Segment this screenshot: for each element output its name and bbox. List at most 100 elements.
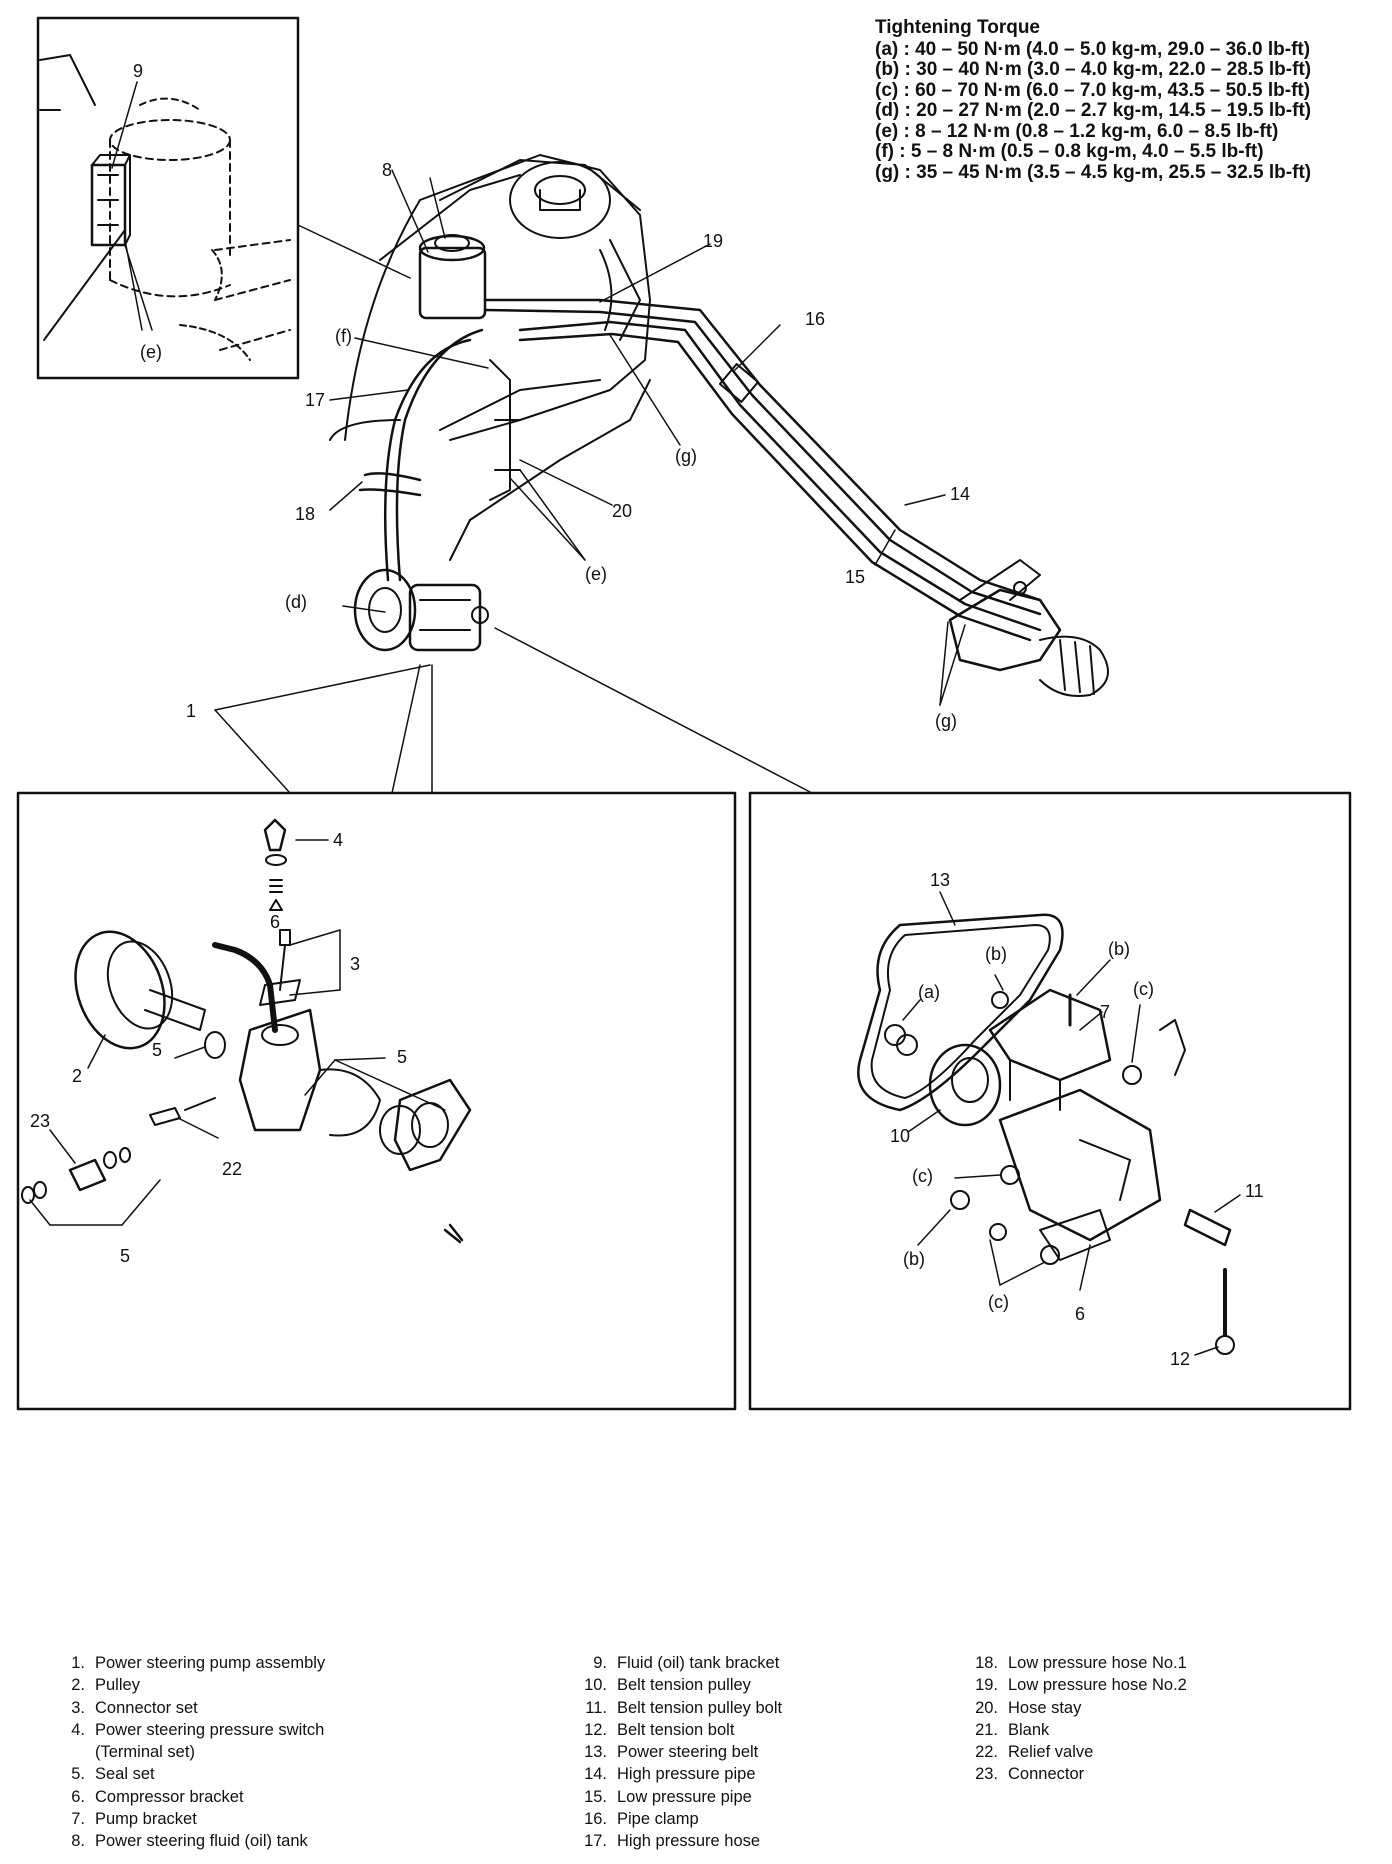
callout-14: 14 [950, 484, 970, 504]
legend-label: High pressure hose [617, 1832, 761, 1851]
legend-number: 4. [71, 1720, 85, 1739]
callout-15: 15 [845, 567, 865, 587]
callout-c: (c) [1133, 979, 1154, 999]
hoses-and-pipes [358, 298, 1042, 642]
legend-label: Compressor bracket [95, 1787, 244, 1806]
callout-2: 2 [72, 1066, 82, 1086]
legend-label: High pressure pipe [617, 1765, 756, 1784]
legend-item: 18.Low pressure hose No.1 [958, 1652, 1187, 1674]
callout-e: (e) [140, 342, 162, 362]
callout-23: 23 [30, 1111, 50, 1131]
callout-20: 20 [612, 501, 632, 521]
legend-label: Power steering fluid (oil) tank [95, 1832, 308, 1851]
legend-item: 5. Seal set [45, 1763, 325, 1785]
legend-label: Belt tension pulley bolt [617, 1698, 783, 1717]
inset-tank-bracket [36, 16, 300, 380]
legend-number: 6. [71, 1787, 85, 1806]
legend-number: 15. [584, 1787, 607, 1806]
legend-number: 11. [585, 1698, 607, 1717]
legend-number: 14. [584, 1765, 607, 1784]
legend-number: 19. [975, 1676, 998, 1695]
callout-10: 10 [890, 1126, 910, 1146]
legend-number: 23. [975, 1765, 998, 1784]
legend-label: Power steering pressure switch [95, 1720, 325, 1739]
legend-number: 9. [593, 1654, 607, 1672]
callout-c: (c) [988, 1292, 1009, 1312]
callout-5: 5 [120, 1246, 130, 1266]
parts-legend-column-3: 18.Low pressure hose No.1 19. Low pressur… [958, 1652, 1187, 1786]
legend-item: 23. Connector [958, 1763, 1187, 1785]
callout-19: 19 [703, 231, 723, 251]
callout-12: 12 [1170, 1349, 1190, 1369]
legend-label: Pulley [95, 1676, 140, 1695]
legend-number: 8. [71, 1832, 85, 1851]
legend-item: 13.Power steering belt [567, 1741, 782, 1763]
legend-item: 8. Power steering fluid (oil) tank [45, 1830, 325, 1852]
torque-row: (d) : 20 – 27 N·m (2.0 – 2.7 kg-m, 14.5 … [875, 100, 1312, 121]
legend-number: 12. [584, 1720, 607, 1739]
legend-item: 3. Connector set [45, 1697, 325, 1719]
legend-item: 20. Hose stay [958, 1697, 1187, 1719]
legend-item: 4. Power steering pressure switch [45, 1719, 325, 1741]
legend-number: 16. [584, 1810, 607, 1829]
legend-number: 20. [975, 1698, 998, 1717]
callout-11: 11 [1245, 1181, 1264, 1201]
legend-label: Blank [1008, 1720, 1050, 1739]
bracket-belt-view [748, 791, 1352, 1411]
legend-number: 17. [584, 1832, 607, 1851]
callout-13: 13 [930, 870, 950, 890]
callout-5: 5 [152, 1040, 162, 1060]
legend-label: Seal set [95, 1765, 155, 1784]
legend-item: 11. Belt tension pulley bolt [567, 1697, 782, 1719]
legend-item: 16.Pipe clamp [567, 1808, 782, 1830]
callout-6: 6 [1075, 1304, 1085, 1324]
callout-8: 8 [382, 160, 392, 180]
callout-c: (c) [912, 1166, 933, 1186]
legend-label: Connector set [95, 1698, 198, 1717]
legend-item: 14. High pressure pipe [567, 1763, 782, 1785]
legend-label: Belt tension bolt [617, 1720, 735, 1739]
legend-label: Low pressure hose No.1 [1008, 1654, 1187, 1672]
legend-number [45, 1741, 95, 1763]
legend-number: 21. [975, 1720, 998, 1739]
callout-17: 17 [305, 390, 325, 410]
parts-legend-column-1: 1.Power steering pump assembly 2.Pulley … [45, 1652, 325, 1853]
legend-item: 15. Low pressure pipe [567, 1786, 782, 1808]
callout-d: (d) [285, 592, 307, 612]
legend-number: 5. [71, 1765, 85, 1784]
legend-item: 2. Pulley [45, 1674, 325, 1696]
legend-label: Low pressure hose No.2 [1008, 1676, 1187, 1695]
callout-b: (b) [1108, 939, 1130, 959]
legend-number: 7. [71, 1810, 85, 1829]
legend-label: Power steering belt [617, 1743, 759, 1762]
torque-row: (f) : 5 – 8 N·m (0.5 – 0.8 kg-m, 4.0 – 5… [875, 141, 1264, 162]
callout-18: 18 [295, 504, 315, 524]
legend-number: 22. [975, 1743, 998, 1762]
legend-number: 1. [71, 1654, 85, 1672]
torque-row: (a) : 40 – 50 N·m (4.0 – 5.0 kg-m, 29.0 … [875, 38, 1311, 60]
legend-label: Fluid (oil) tank bracket [617, 1654, 780, 1672]
legend-label: Belt tension pulley [617, 1676, 751, 1695]
legend-number: 10. [584, 1676, 607, 1695]
pump-main-view [342, 568, 489, 652]
callout-16: 16 [805, 309, 825, 329]
legend-item: 1.Power steering pump assembly [45, 1652, 325, 1674]
pump-exploded-view [16, 791, 737, 1411]
callout-b: (b) [985, 944, 1007, 964]
legend-number: 3. [71, 1698, 85, 1717]
legend-label: Hose stay [1008, 1698, 1082, 1717]
legend-item: 10. Belt tension pulley [567, 1674, 782, 1696]
legend-item: (Terminal set) [45, 1741, 325, 1763]
legend-label: Relief valve [1008, 1743, 1094, 1762]
legend-label: Pump bracket [95, 1810, 197, 1829]
legend-label: Low pressure pipe [617, 1787, 752, 1806]
callout-22: 22 [222, 1159, 242, 1179]
legend-item: 12. Belt tension bolt [567, 1719, 782, 1741]
callout-b: (b) [903, 1249, 925, 1269]
legend-item: 21. Blank [958, 1719, 1187, 1741]
callout-g: (g) [675, 446, 697, 466]
legend-number: 2. [71, 1676, 85, 1695]
callout-a: (a) [918, 982, 940, 1002]
legend-label: Connector [1008, 1765, 1085, 1784]
